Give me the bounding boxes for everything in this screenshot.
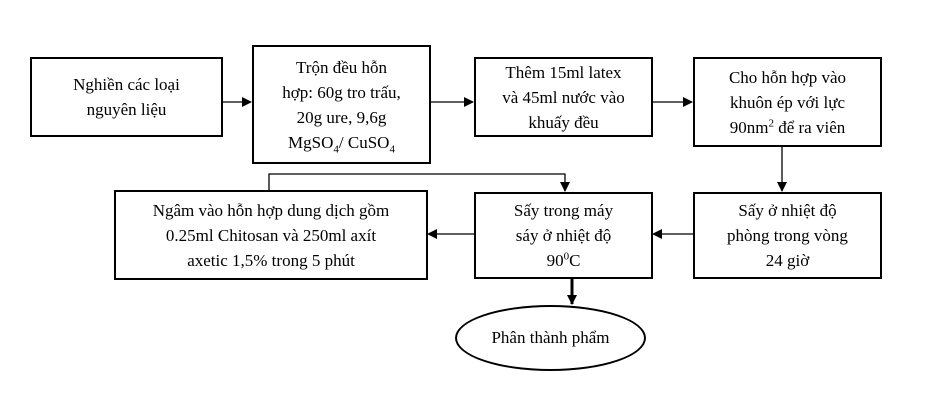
formula: / CuSO [338,132,390,152]
text: để ra viên [773,117,846,137]
text: 90nm [729,117,769,137]
step-text: 900C [547,248,581,273]
text: C [569,251,581,270]
step-latex: Thêm 15ml latex và 45ml nước vào khuấy đ… [474,57,653,137]
subscript: 4 [333,142,339,155]
step-text: MgSO4/ CuSO4 [288,130,395,155]
step-text: Thêm 15ml latex [505,62,622,82]
step-text: axetic 1,5% trong 5 phút [187,250,355,270]
step-text: Sấy trong máy [513,201,614,220]
step-text: Trộn đều hỗn [296,57,387,77]
step-mold: Cho hỗn hợp vào khuôn ép với lực 90nm2 đ… [693,57,882,147]
text: 90 [546,251,564,270]
step-text: Sấy ở nhiệt độ [738,201,837,220]
step-room-dry: Sấy ở nhiệt độ phòng trong vòng 24 giờ [693,192,882,279]
step-text: 24 giờ [765,251,810,270]
step-text: phòng trong vòng [727,226,848,245]
step-text: 90nm2 để ra viên [730,115,846,140]
final-product-label: Phân thành phẩm [491,328,610,347]
step-text: khuấy đều [528,112,599,132]
step-text: khuôn ép với lực [730,92,845,112]
step-text: hợp: 60g tro trấu, [282,82,401,102]
step-text: 0.25ml Chitosan và 250ml axít [165,225,377,245]
step-text: và 45ml nước vào [502,87,625,107]
subscript: 4 [389,142,395,155]
step-text: Cho hỗn hợp vào [728,67,847,87]
final-product: Phân thành phẩm [455,305,646,371]
formula: MgSO [288,132,334,152]
step-grind: Nghiền các loại nguyên liệu [30,57,223,137]
step-text: sáy ở nhiệt độ [515,226,612,245]
superscript: 0 [563,250,570,263]
step-text: 20g ure, 9,6g [296,107,387,127]
step-oven-dry: Sấy trong máy sáy ở nhiệt độ 900C [474,192,653,279]
step-mix: Trộn đều hỗn hợp: 60g tro trấu, 20g ure,… [252,45,431,164]
arrow-soak-loop-to-oven-dry [268,173,570,192]
step-text: nguyên liệu [86,100,167,119]
superscript: 2 [768,116,774,129]
step-text: Ngâm vào hỗn hợp dung dịch gồm [152,200,390,220]
step-text: Nghiền các loại [73,75,180,94]
step-soak: Ngâm vào hỗn hợp dung dịch gồm 0.25ml Ch… [114,190,428,280]
